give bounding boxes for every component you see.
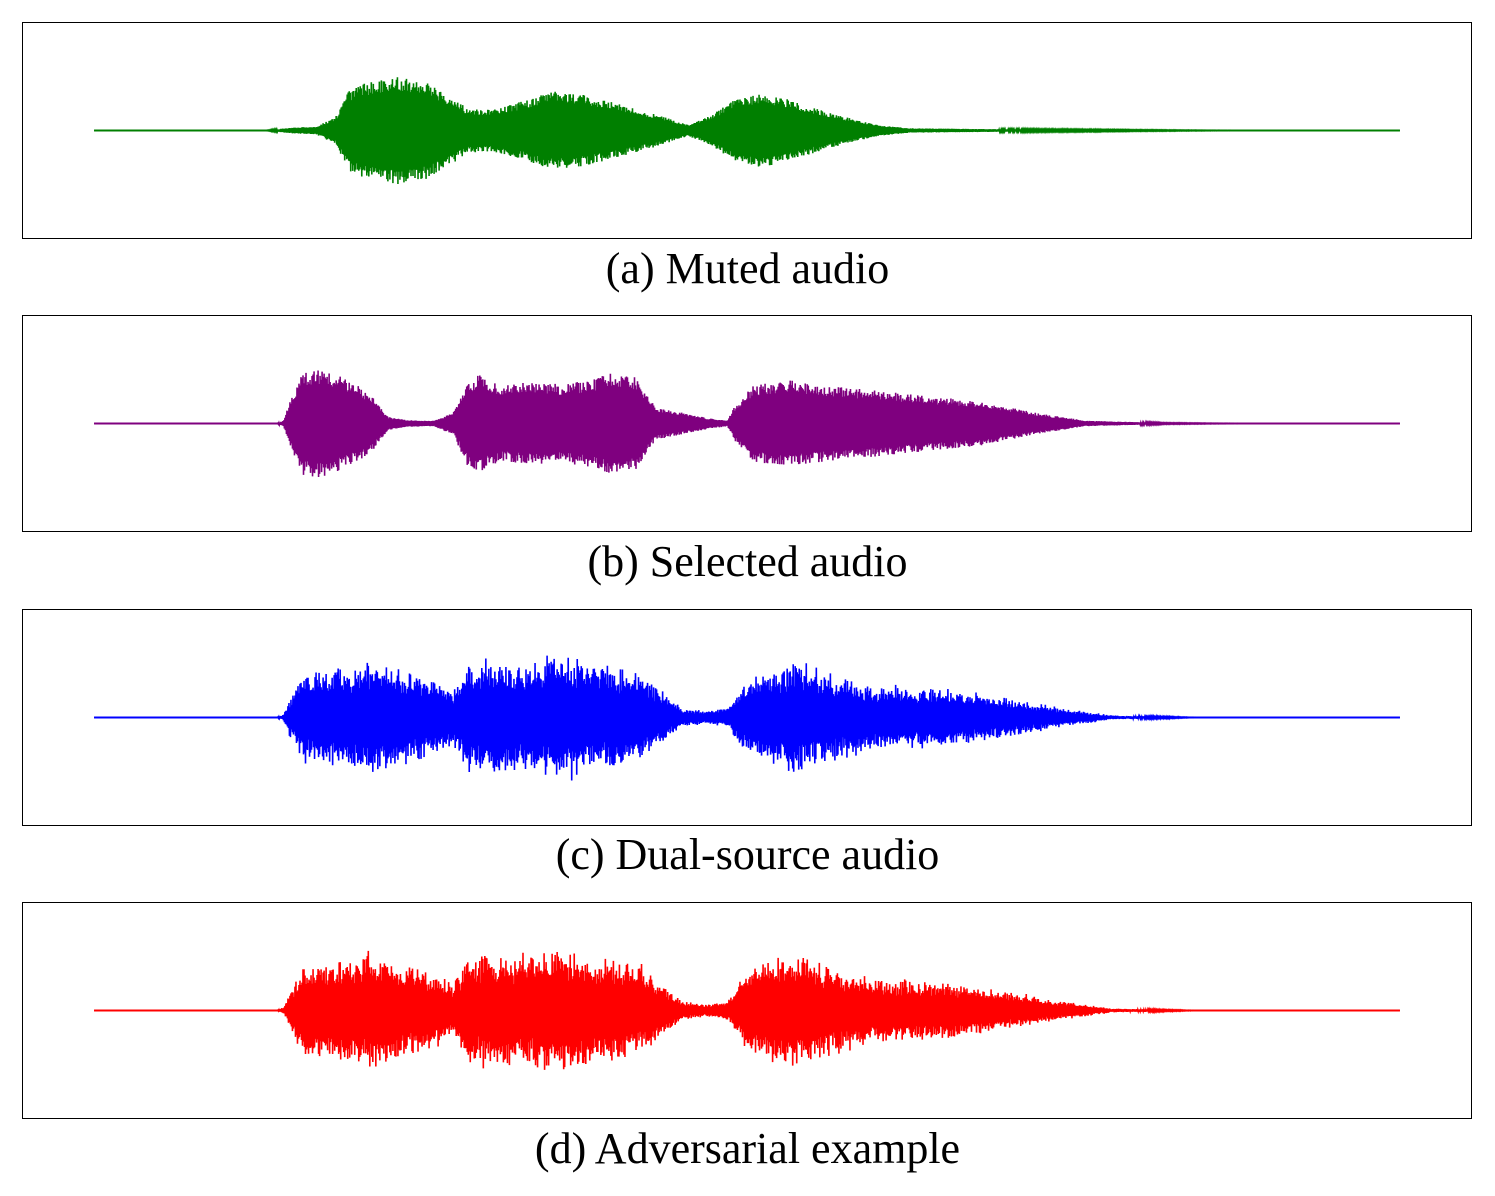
caption-adversarial-example: (d) Adversarial example [534, 1124, 961, 1173]
waveform-chart-dual-source-audio [94, 655, 1400, 781]
waveform-panel-dual-source-audio [22, 609, 1472, 826]
caption-muted-audio: (a) Muted audio [605, 244, 890, 293]
waveform-panel-adversarial-example [22, 902, 1472, 1119]
waveform-chart-muted-audio [94, 77, 1400, 184]
waveform-panel-selected-audio [22, 315, 1472, 532]
caption-selected-audio: (b) Selected audio [587, 537, 908, 586]
waveform-chart-adversarial-example [94, 950, 1400, 1070]
waveform-chart-selected-audio [94, 370, 1400, 477]
caption-dual-source-audio: (c) Dual-source audio [555, 830, 940, 879]
waveform-panel-muted-audio [22, 22, 1472, 239]
